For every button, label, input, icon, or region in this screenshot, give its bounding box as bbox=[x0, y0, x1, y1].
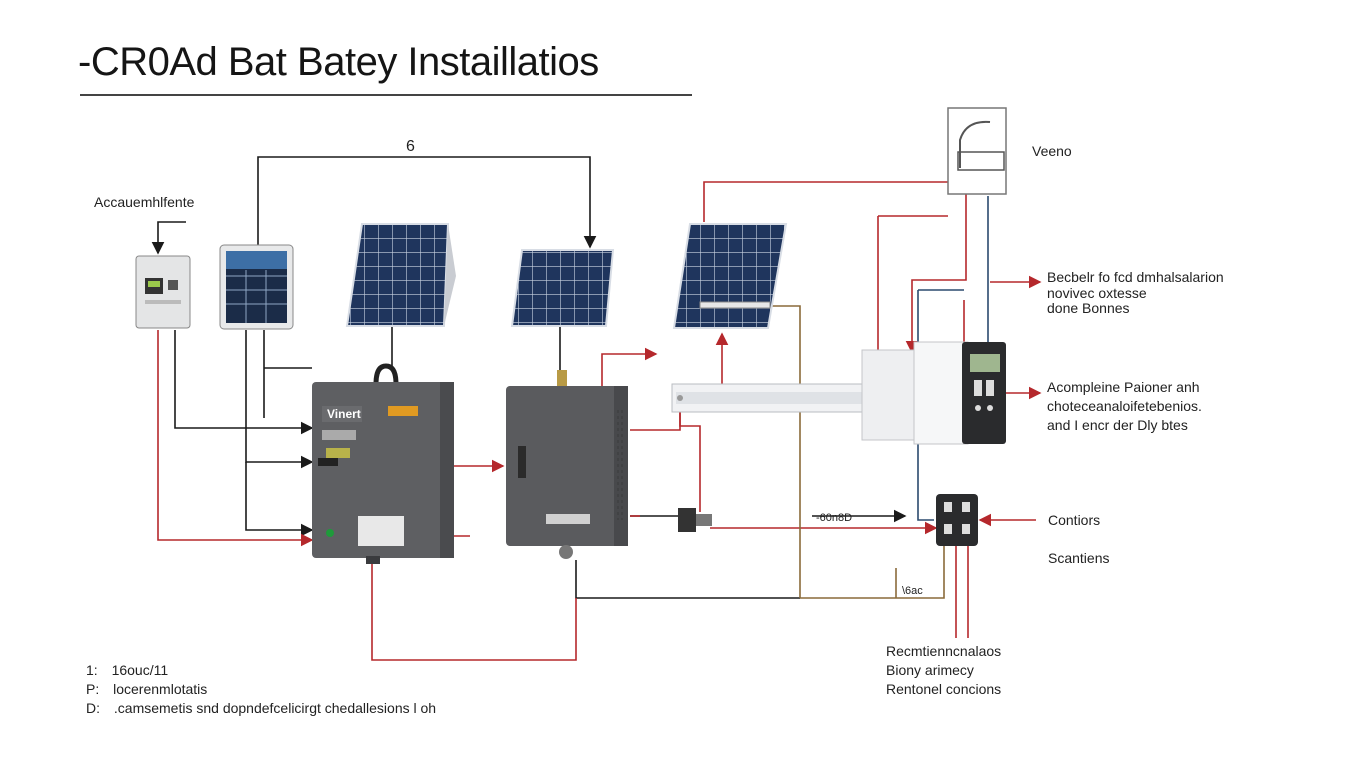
busbar-rail bbox=[671, 301, 887, 413]
footnote-marker: P: bbox=[86, 681, 100, 697]
solar-panel-3 bbox=[672, 223, 788, 329]
right-label-2-line2: choteceanaloifetebenios. bbox=[1047, 398, 1202, 414]
footnote-1: 1: 16ouc/11 bbox=[86, 661, 168, 679]
mid-small-label-2: \6ac bbox=[902, 585, 923, 597]
blue-wires bbox=[917, 196, 989, 521]
title-underline bbox=[80, 94, 692, 96]
footnote-2: P: locerenmlotatis bbox=[86, 680, 207, 698]
utility-meter bbox=[947, 107, 1007, 195]
right-label-1-line1: Becbelr fo fcd dmhalsalarion bbox=[1047, 269, 1224, 285]
brown-wires bbox=[770, 305, 945, 599]
charge-controller bbox=[135, 255, 191, 329]
switch-box bbox=[936, 494, 978, 546]
footnote-text: .camsemetis snd dopndefcelicirgt chedall… bbox=[113, 700, 437, 716]
footnote-marker: 1: bbox=[86, 662, 98, 678]
right-label-3: Contiors bbox=[1048, 512, 1101, 528]
right-label-1-line2: novivec oxtesse bbox=[1047, 285, 1147, 301]
left-label: Accauemhlfente bbox=[94, 194, 195, 210]
right-label-4: Scantiens bbox=[1048, 550, 1110, 566]
page-title: -CR0Ad Bat Batey Instaillatios bbox=[78, 40, 599, 84]
footnote-3: D: .camsemetis snd dopndefcelicirgt ched… bbox=[86, 699, 436, 717]
bottom-right-line1: Recmtienncnalaos bbox=[886, 643, 1002, 659]
battery-cabinet bbox=[506, 370, 628, 559]
mid-small-label: -60n8D bbox=[816, 512, 853, 524]
red-wires bbox=[157, 181, 1042, 661]
bottom-right-line2: Biony arimecy bbox=[886, 662, 974, 678]
solar-panel-2 bbox=[510, 249, 615, 327]
top-number: 6 bbox=[406, 138, 415, 155]
solar-panel-1 bbox=[345, 223, 456, 327]
inverter-cabinet bbox=[312, 363, 454, 564]
right-label-2-line1: Acompleine Paioner anh bbox=[1047, 379, 1200, 395]
right-label-2-line3: and I encr der Dly btes bbox=[1047, 417, 1188, 433]
footnote-text: 16ouc/11 bbox=[111, 662, 169, 678]
breaker-connector bbox=[678, 508, 712, 532]
right-label-1-line3: done Bonnes bbox=[1047, 300, 1130, 316]
top-right-label: Veeno bbox=[1032, 143, 1072, 159]
inverter-badge: Vinert bbox=[327, 407, 361, 421]
distribution-panel bbox=[861, 341, 1006, 445]
bottom-right-line3: Rentonel concions bbox=[886, 681, 1002, 697]
monitor-display bbox=[219, 244, 294, 330]
footnote-text: locerenmlotatis bbox=[113, 681, 208, 697]
footnote-marker: D: bbox=[86, 700, 100, 716]
